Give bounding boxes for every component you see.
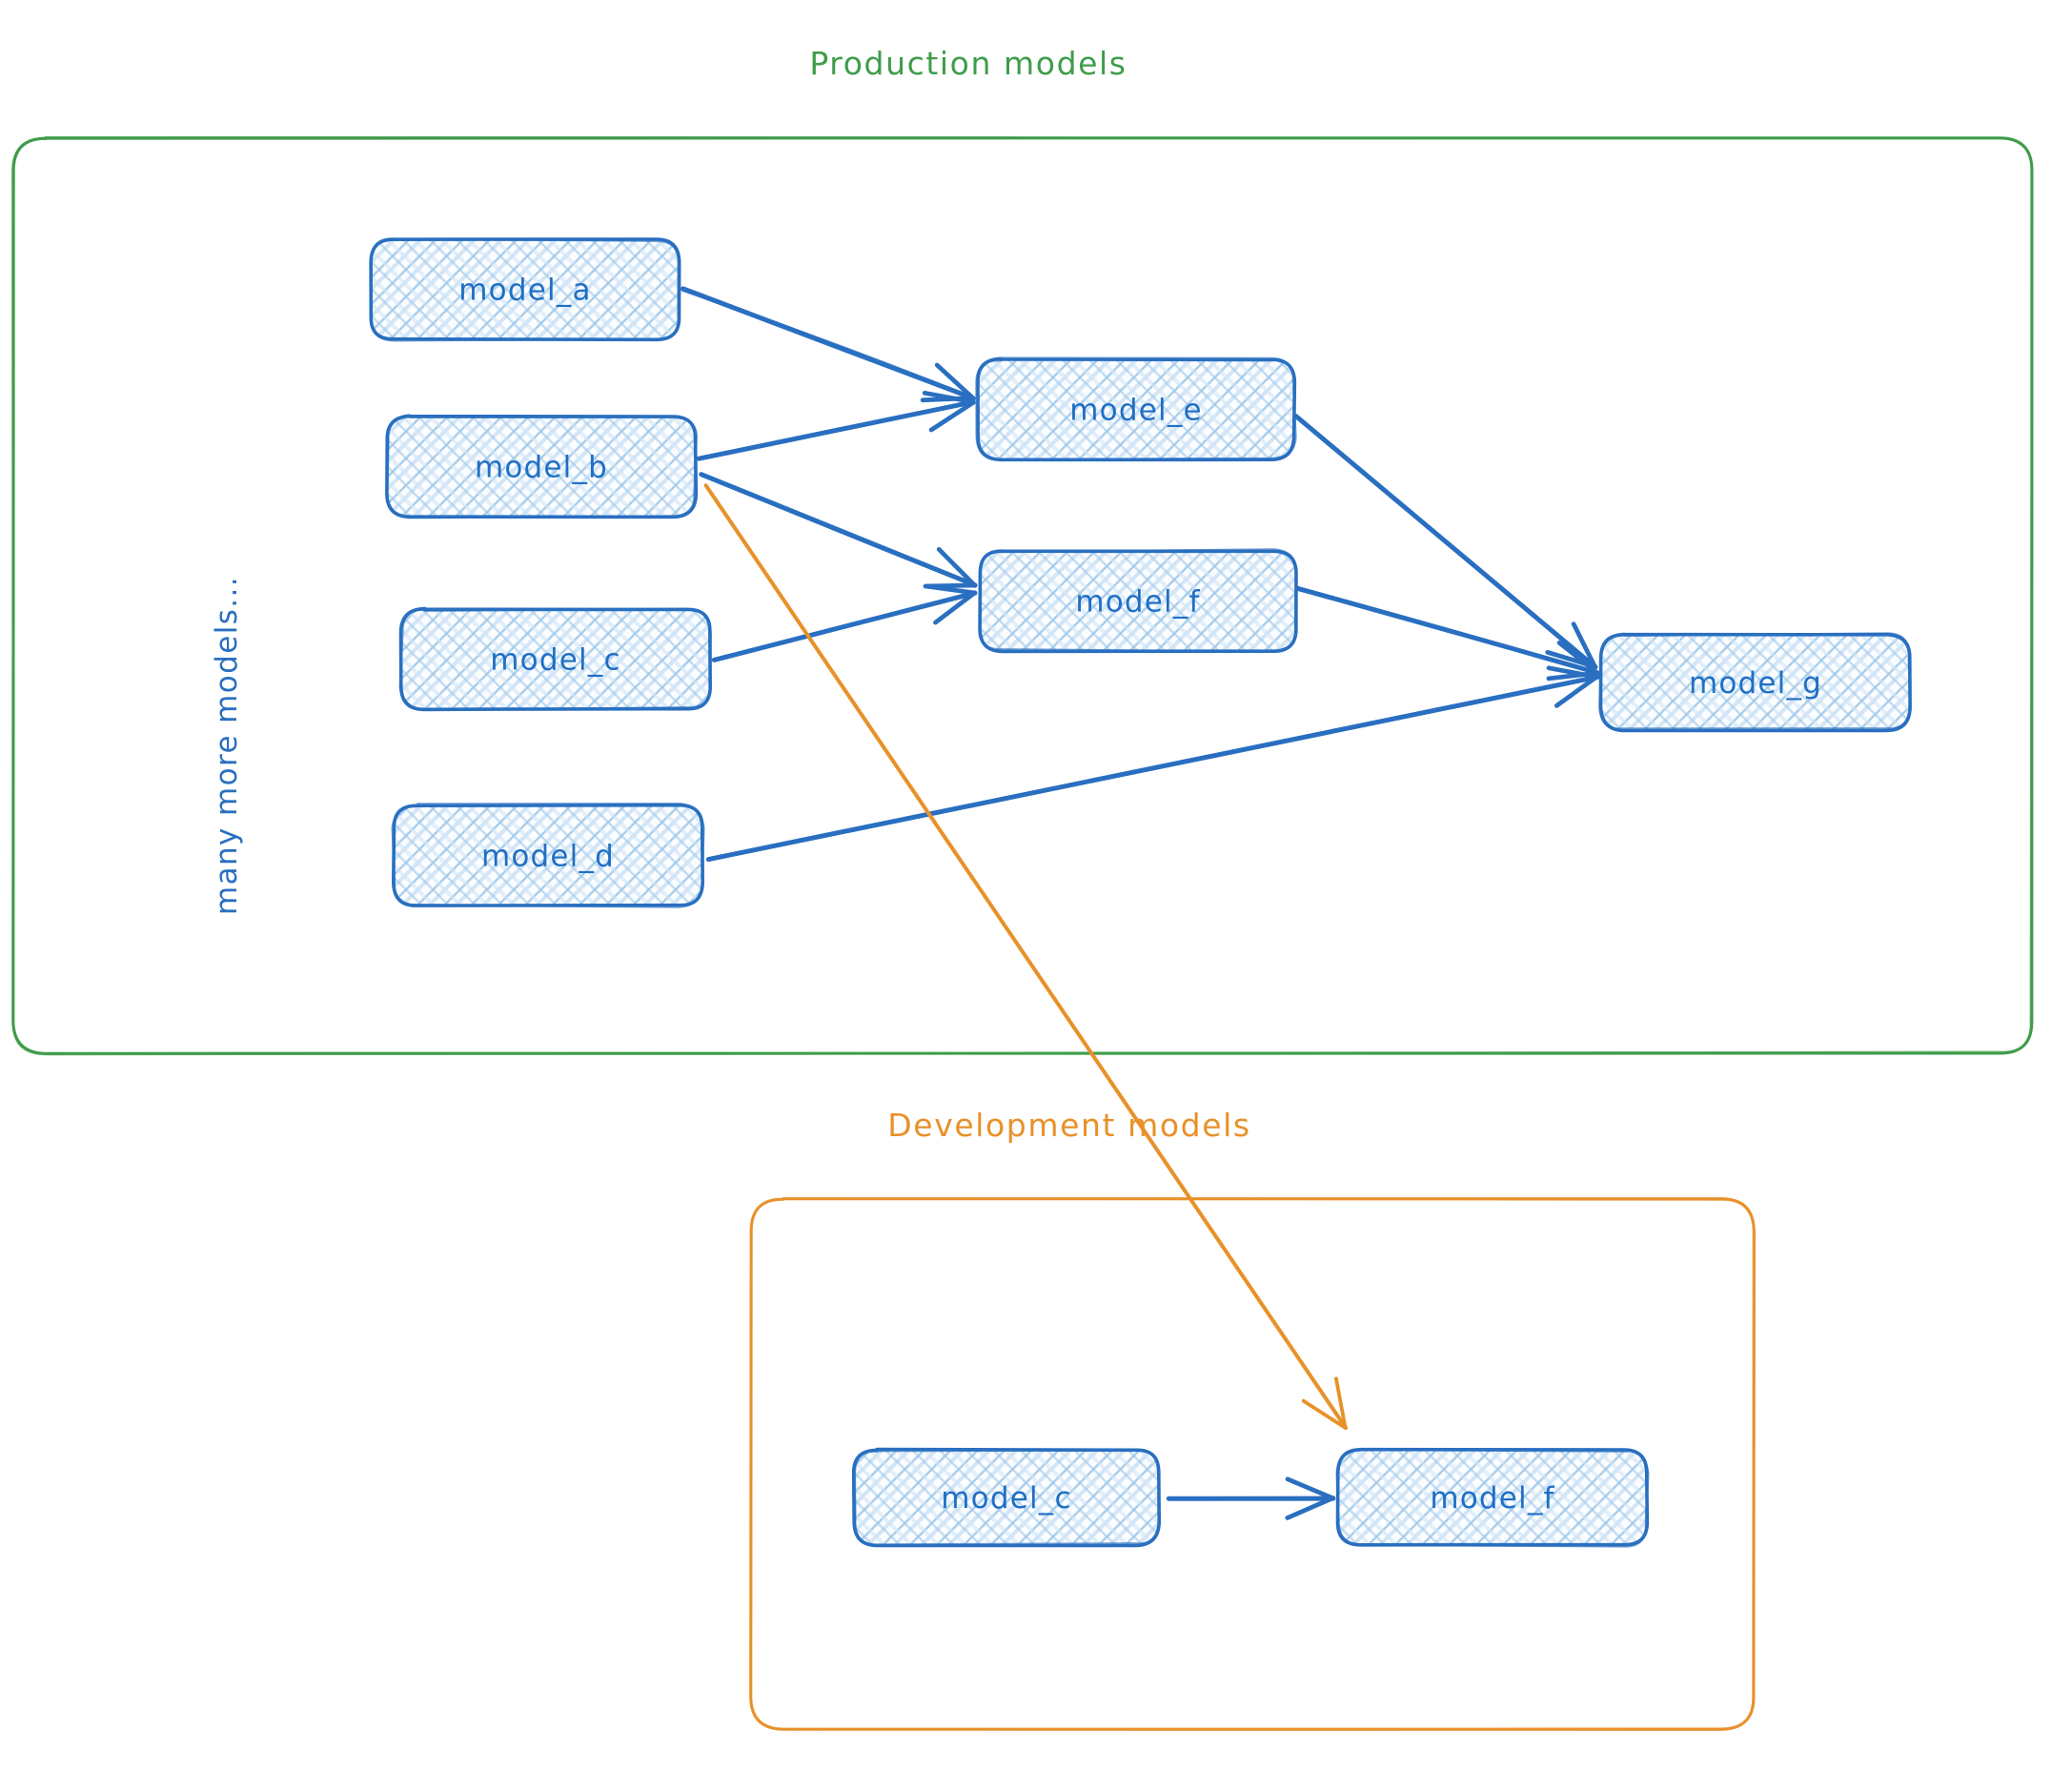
node-prod_model_a[interactable]: model_a bbox=[369, 237, 681, 342]
node-border bbox=[391, 802, 705, 908]
group-container-layer bbox=[10, 136, 2034, 1732]
node-label-prod_model_b: model_b bbox=[475, 451, 608, 485]
side-note-many-more-models: many more models... bbox=[210, 576, 244, 915]
node-layer: model_a model_b model_c model_d model_emodel… bbox=[369, 237, 1912, 1548]
group-border-development bbox=[749, 1197, 1757, 1732]
node-prod_model_b[interactable]: model_b bbox=[385, 414, 699, 519]
node-hatch-b bbox=[980, 551, 1296, 651]
node-label-prod_model_a: model_a bbox=[458, 274, 591, 308]
edge-devc-to-devf bbox=[1166, 1476, 1336, 1520]
group-title-production: Production models bbox=[809, 45, 1127, 82]
group-title-development: Development models bbox=[887, 1107, 1250, 1144]
node-hatch-b bbox=[978, 359, 1294, 459]
node-label-prod_model_e: model_e bbox=[1069, 394, 1203, 428]
node-hatch-b bbox=[1601, 635, 1910, 730]
node-label-prod_model_f: model_f bbox=[1075, 585, 1200, 620]
node-label-prod_model_c: model_c bbox=[490, 643, 620, 678]
edge-a-to-e bbox=[681, 286, 976, 403]
edge-f-to-g bbox=[1295, 585, 1600, 682]
node-border bbox=[386, 414, 698, 519]
node-prod_model_g[interactable]: model_g bbox=[1598, 632, 1912, 733]
node-label-dev_model_f: model_f bbox=[1430, 1481, 1554, 1516]
node-border bbox=[978, 548, 1297, 653]
edge-b-to-f bbox=[699, 472, 978, 589]
node-hatch-b bbox=[1338, 1450, 1647, 1545]
edge-e-to-g bbox=[1293, 414, 1598, 670]
node-hatch-b bbox=[371, 239, 680, 339]
node-hatch-b bbox=[401, 609, 710, 709]
node-border bbox=[853, 1449, 1161, 1546]
node-border bbox=[975, 356, 1297, 461]
node-border bbox=[369, 237, 680, 342]
node-border bbox=[1335, 1448, 1650, 1548]
edge-b-to-dev-f bbox=[703, 483, 1349, 1431]
node-label-dev_model_c: model_c bbox=[941, 1481, 1071, 1516]
node-label-prod_model_g: model_g bbox=[1689, 666, 1822, 701]
node-dev_model_f[interactable]: model_f bbox=[1335, 1447, 1650, 1548]
group-container-production bbox=[10, 136, 2034, 1056]
edge-layer bbox=[681, 286, 1600, 1520]
node-border bbox=[398, 606, 712, 712]
node-prod_model_c[interactable]: model_c bbox=[398, 606, 712, 712]
node-hatch-b bbox=[854, 1450, 1159, 1545]
node-hatch-b bbox=[394, 805, 702, 906]
node-prod_model_d[interactable]: model_d bbox=[391, 802, 705, 908]
edge-d-to-g bbox=[705, 665, 1600, 863]
node-border bbox=[1598, 632, 1912, 730]
node-label-prod_model_d: model_d bbox=[481, 840, 615, 874]
group-border-production bbox=[10, 136, 2034, 1056]
node-prod_model_f[interactable]: model_f bbox=[978, 548, 1298, 654]
node-dev_model_c[interactable]: model_c bbox=[851, 1447, 1161, 1548]
edge-c-to-f bbox=[711, 583, 978, 662]
group-container-development bbox=[749, 1197, 1757, 1732]
node-hatch-b bbox=[387, 417, 696, 517]
node-prod_model_e[interactable]: model_e bbox=[975, 356, 1297, 462]
edge-b-to-e bbox=[696, 390, 976, 461]
